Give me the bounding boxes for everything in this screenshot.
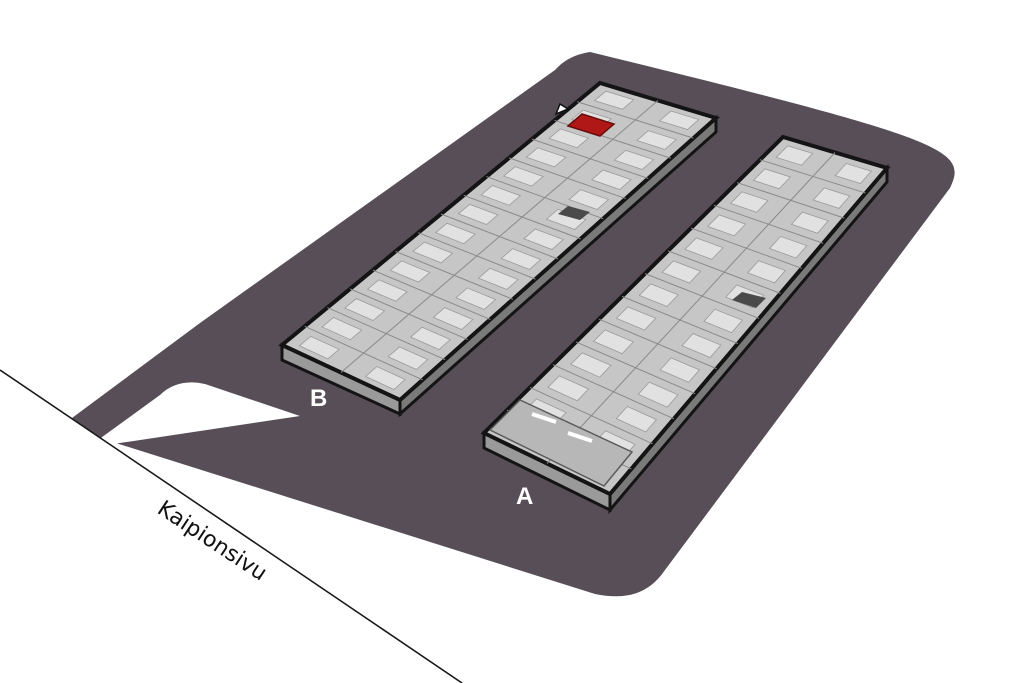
building-a-skylight (703, 308, 744, 334)
deck-stripe-2 (567, 431, 593, 443)
building-a-skylight (570, 352, 612, 378)
building-a-skylight (790, 211, 829, 234)
building-a-skylight (637, 381, 679, 408)
building-b-skylight (477, 267, 519, 290)
building-a[interactable]: A (480, 134, 891, 515)
building-a-skylight (547, 375, 590, 402)
deck-stripe-1 (531, 412, 557, 424)
building-a-skylight (775, 145, 814, 166)
street-line (0, 369, 463, 683)
building-a-skylight (638, 283, 679, 308)
building-a-skylight (707, 214, 747, 237)
building-a-ridge-line (546, 152, 836, 464)
building-a-vent (732, 292, 766, 308)
building-b-skylight (525, 147, 567, 168)
building-b-skylight (480, 185, 522, 206)
building-b[interactable]: B (278, 80, 720, 418)
parking-lot (72, 52, 955, 597)
building-b-skylight (366, 279, 408, 302)
building-a-skylight (752, 168, 792, 190)
building-b-skylight (410, 326, 452, 350)
building-b-skylight (500, 248, 542, 270)
building-b-skylight (321, 317, 363, 341)
building-b-skylight (568, 189, 610, 210)
building-b-skylight (298, 335, 340, 360)
building-a-skylight (592, 329, 635, 355)
building-a-skylight (812, 187, 851, 209)
building-b-skylight (434, 222, 476, 245)
building-b-label: B (310, 385, 327, 412)
building-b-ridge-line (340, 100, 659, 373)
building-b-skylight (593, 90, 635, 110)
building-b-vent (558, 206, 590, 220)
building-b-skylight (344, 298, 386, 321)
building-b-skylight (432, 307, 474, 330)
building-b-skylight (548, 128, 590, 149)
building-a-skylight (661, 260, 702, 284)
building-b-skylight (364, 366, 406, 390)
building-b-skylight (636, 130, 677, 150)
building-b-skylight (545, 208, 587, 230)
building-b-skylight (389, 260, 431, 283)
lot-notch (98, 382, 300, 446)
triangle-marker-icon (554, 102, 570, 116)
building-b-skylight (613, 149, 655, 170)
building-a-skylight (615, 306, 657, 331)
building-a-skylight (768, 235, 808, 259)
building-a-skylight (834, 163, 872, 184)
building-a-skylight (615, 405, 658, 433)
building-b-skylight (590, 169, 632, 190)
building-b-roof (278, 80, 720, 403)
building-a-roof (480, 134, 891, 497)
building-b-skylight (387, 346, 429, 370)
highlighted-unit[interactable] (566, 113, 616, 137)
building-a-skylight (747, 260, 787, 284)
building-b-skylight (412, 241, 454, 264)
building-a-skylight (729, 191, 769, 213)
building-b-skylight (457, 203, 499, 225)
building-a-skylight (681, 333, 722, 358)
building-a-label: A (516, 483, 533, 510)
building-a-skylight (659, 357, 701, 383)
building-b-skylight (455, 287, 497, 310)
building-a-end-deck (488, 399, 634, 487)
building-b-skylight (502, 166, 544, 187)
building-b-skylight (658, 110, 700, 130)
building-a-skylight (684, 237, 724, 260)
building-b-skylight (523, 228, 565, 250)
